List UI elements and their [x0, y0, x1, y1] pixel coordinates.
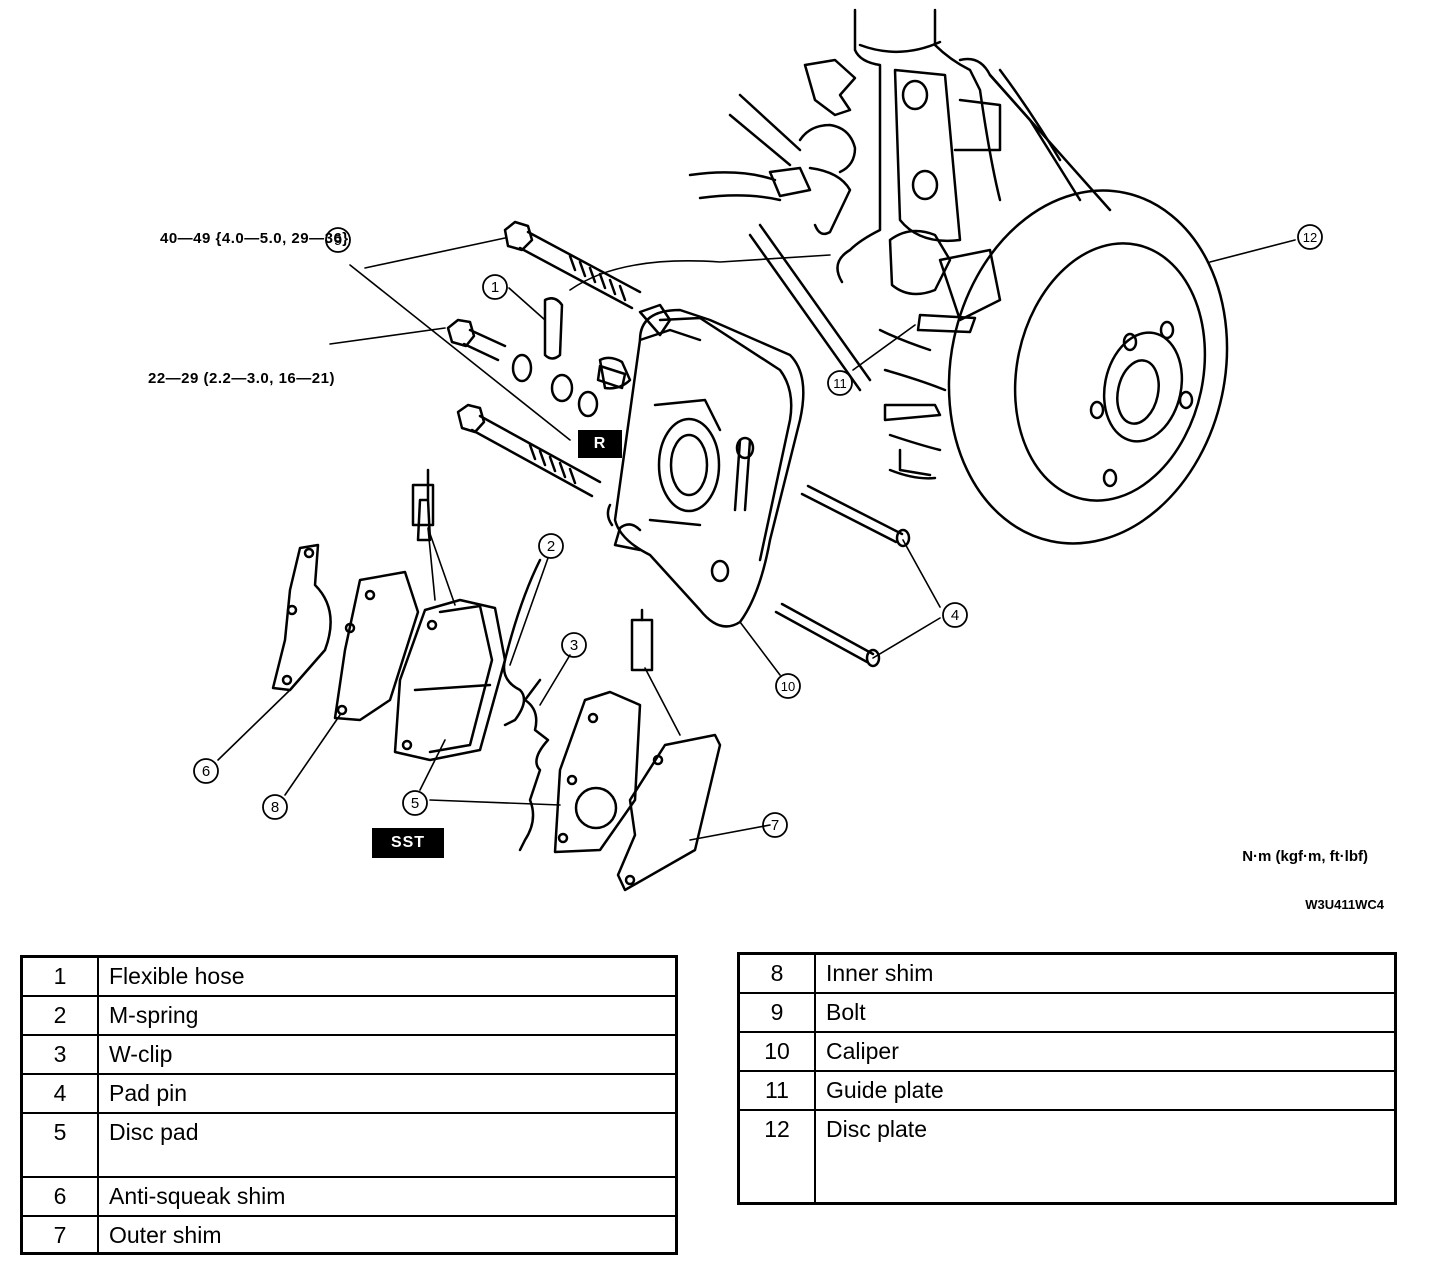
table-row: 8 Inner shim: [737, 952, 1397, 994]
callout-2: 2: [547, 538, 555, 555]
table-row: 1 Flexible hose: [20, 955, 678, 997]
r-tag: R: [578, 430, 622, 458]
bolt-upper-icon: [503, 220, 642, 310]
part-name: Outer shim: [97, 1214, 678, 1255]
exploded-brake-diagram: 1 2 3 4 5 6 7 8 9 10 11 12: [193, 8, 1323, 892]
w-clip-icon: [518, 678, 550, 852]
table-row: 9 Bolt: [737, 991, 1397, 1033]
callout-4: 4: [951, 607, 959, 624]
bolt-lower-icon: [456, 403, 602, 498]
parts-table-left: 1 Flexible hose 2 M-spring 3 W-clip 4 Pa…: [20, 955, 678, 1255]
callout-11: 11: [833, 376, 847, 391]
callout-8: 8: [271, 799, 279, 816]
table-row: 7 Outer shim: [20, 1214, 678, 1255]
part-name: Caliper: [814, 1030, 1397, 1072]
table-row: 12 Disc plate: [737, 1108, 1397, 1205]
part-name: Inner shim: [814, 952, 1397, 994]
part-name: Guide plate: [814, 1069, 1397, 1111]
callout-5-circle: [402, 790, 428, 816]
part-number: 3: [20, 1033, 99, 1075]
part-number: 5: [20, 1111, 99, 1178]
table-row: 10 Caliper: [737, 1030, 1397, 1072]
hose-bolt-icon: [446, 297, 672, 418]
callout-6-circle: [193, 758, 219, 784]
callout-1-circle: [482, 274, 508, 300]
part-name: Pad pin: [97, 1072, 678, 1114]
table-row: 2 M-spring: [20, 994, 678, 1036]
callout-7: 7: [771, 817, 779, 834]
callout-3: 3: [570, 637, 578, 654]
callout-3-circle: [561, 632, 587, 658]
callout-1: 1: [491, 279, 499, 296]
parts-table-right: 8 Inner shim 9 Bolt 10 Caliper 11 Guide …: [737, 952, 1397, 1205]
disc-pad-outer-icon: [553, 608, 654, 854]
inner-shim-icon: [333, 570, 420, 722]
disc-plate-icon: [947, 189, 1229, 545]
table-row: 6 Anti-squeak shim: [20, 1175, 678, 1217]
part-number: 2: [20, 994, 99, 1036]
part-number: 7: [20, 1214, 99, 1255]
sst-tag: SST: [372, 828, 444, 858]
part-number: 11: [737, 1069, 816, 1111]
callout-6: 6: [202, 763, 210, 780]
part-number: 10: [737, 1030, 816, 1072]
callout-7-circle: [762, 812, 788, 838]
part-number: 1: [20, 955, 99, 997]
table-row: 4 Pad pin: [20, 1072, 678, 1114]
callout-10-circle: [775, 673, 801, 699]
part-name: Flexible hose: [97, 955, 678, 997]
callout-12-circle: [1297, 224, 1323, 250]
figure-code: W3U411WC4: [1305, 897, 1384, 912]
callout-2-circle: [538, 533, 564, 559]
torque-spec-bolt: 40—49 {4.0—5.0, 29—36}: [160, 230, 349, 247]
callout-8-circle: [262, 794, 288, 820]
callout-4-circle: [942, 602, 968, 628]
callout-10: 10: [781, 679, 795, 694]
table-row: 5 Disc pad: [20, 1111, 678, 1178]
m-spring-icon: [502, 558, 542, 727]
part-name: M-spring: [97, 994, 678, 1036]
part-number: 6: [20, 1175, 99, 1217]
part-name: Disc pad: [97, 1111, 678, 1178]
pad-pin-icon: [774, 484, 911, 668]
part-number: 8: [737, 952, 816, 994]
part-name: Disc plate: [814, 1108, 1397, 1205]
disc-pad-inner-icon: [393, 468, 507, 762]
callout-9-circle: [325, 227, 351, 253]
caliper-icon: [598, 308, 805, 628]
part-number: 12: [737, 1108, 816, 1205]
callout-5: 5: [411, 795, 419, 812]
callout-9: 9: [334, 232, 342, 249]
anti-squeak-shim-icon: [271, 543, 332, 692]
outer-shim-icon: [616, 733, 722, 892]
part-name: Bolt: [814, 991, 1397, 1033]
table-row: 11 Guide plate: [737, 1069, 1397, 1111]
part-name: W-clip: [97, 1033, 678, 1075]
table-row: 3 W-clip: [20, 1033, 678, 1075]
units-label: N·m (kgf·m, ft·lbf): [1242, 848, 1368, 865]
part-name: Anti-squeak shim: [97, 1175, 678, 1217]
callout-12: 12: [1303, 230, 1317, 245]
part-number: 9: [737, 991, 816, 1033]
torque-spec-hose-bolt: 22—29 (2.2—3.0, 16—21): [148, 370, 335, 387]
part-number: 4: [20, 1072, 99, 1114]
strut-assembly-icon: [688, 8, 1112, 480]
callout-11-circle: [827, 370, 853, 396]
